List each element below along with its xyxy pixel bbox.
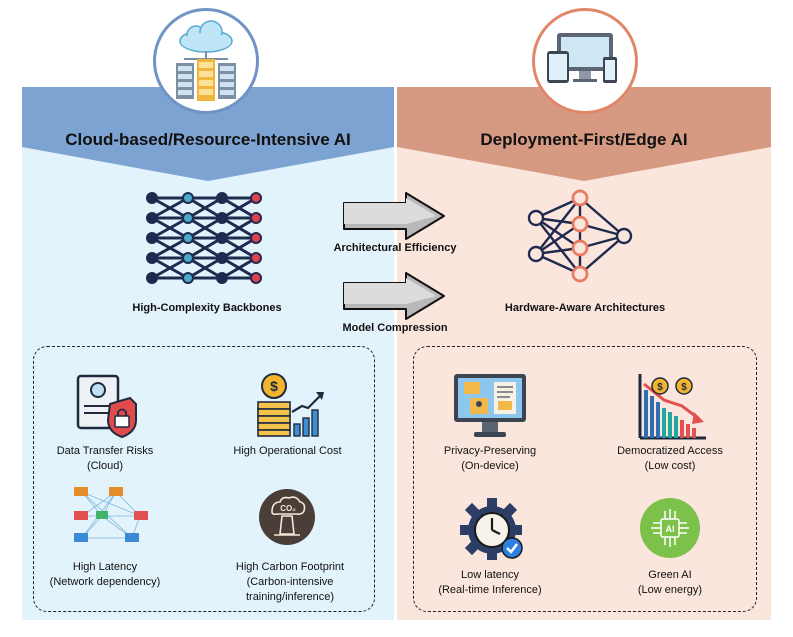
high-latency-label: High Latency (Network dependency)	[40, 560, 170, 590]
network-node	[615, 227, 633, 245]
low-latency-label: Low latency (Real-time Inference)	[420, 568, 560, 598]
democratized-access-line1: Democratized Access	[617, 445, 723, 457]
private-monitor-icon	[454, 374, 526, 437]
network-edge	[579, 197, 625, 237]
privacy-preserving-line2: (On-device)	[461, 460, 519, 472]
network-node	[216, 212, 228, 224]
network-node	[216, 272, 228, 284]
democratized-access-line2: (Low cost)	[644, 460, 696, 472]
network-node	[250, 212, 262, 224]
network-edge	[221, 236, 257, 260]
left-challenges-box	[33, 346, 375, 612]
network-node-highlight	[571, 189, 589, 207]
network-node-highlight	[571, 215, 589, 233]
network-edge	[221, 196, 257, 220]
network-edge	[187, 196, 223, 220]
network-node	[527, 245, 545, 263]
network-node	[250, 232, 262, 244]
carbon-factory-icon: CO₂	[259, 489, 315, 545]
network-node	[146, 212, 158, 224]
network-edge	[151, 256, 189, 280]
left-panel-title: Cloud-based/Resource-Intensive AI	[65, 130, 351, 149]
network-edge	[535, 223, 581, 255]
network-edge	[535, 217, 581, 275]
network-edge	[187, 256, 223, 280]
svg-text:$: $	[270, 378, 278, 394]
right-banner	[397, 87, 771, 182]
network-node	[216, 192, 228, 204]
privacy-preserving-line1: Privacy-Preserving	[443, 445, 537, 457]
network-node	[250, 252, 262, 264]
efficiency-arrow-icon	[343, 192, 445, 240]
svg-text:$: $	[681, 382, 687, 393]
network-edge	[187, 236, 223, 260]
low-latency-line1: Low latency	[460, 569, 520, 581]
network-edge	[187, 216, 223, 240]
network-node	[146, 232, 158, 244]
network-node-highlight	[571, 265, 589, 283]
dense-network-icon	[146, 192, 262, 284]
falling-cost-chart-icon: $ $	[638, 374, 706, 440]
green-ai-line1: Green AI	[648, 569, 692, 581]
network-edge	[579, 235, 625, 275]
cloud-server-icon	[176, 20, 236, 101]
green-ai-chip-icon: AI	[640, 498, 700, 558]
compression-arrow-icon	[343, 272, 445, 320]
network-node	[216, 252, 228, 264]
democratized-access-label: Democratized Access (Low cost)	[600, 444, 740, 474]
green-ai-line2: (Low energy)	[637, 584, 703, 596]
network-node	[182, 272, 194, 284]
right-benefits-box	[413, 346, 757, 612]
network-edge	[221, 256, 257, 280]
document-lock-icon	[76, 374, 137, 439]
devices-badge	[532, 8, 638, 114]
high-carbon-footprint-line3: training/inference)	[245, 591, 335, 603]
data-transfer-risks-line1: Data Transfer Risks	[56, 445, 154, 457]
network-node-highlight	[571, 239, 589, 257]
network-node	[216, 232, 228, 244]
devices-icon	[547, 33, 617, 83]
network-node	[250, 192, 262, 204]
architectural-efficiency-label: Architectural Efficiency	[333, 242, 457, 254]
high-latency-line2: (Network dependency)	[49, 576, 161, 588]
model-compression-label: Model Compression	[342, 322, 448, 334]
svg-text:$: $	[657, 382, 663, 393]
network-node	[527, 209, 545, 227]
network-node	[182, 232, 194, 244]
network-edge	[535, 197, 581, 255]
high-carbon-footprint-line1: High Carbon Footprint	[235, 561, 345, 573]
high-operational-cost-label: High Operational Cost	[233, 445, 342, 457]
data-transfer-risks-label: Data Transfer Risks (Cloud)	[40, 444, 170, 474]
green-ai-label: Green AI (Low energy)	[600, 568, 740, 598]
coin-stack-chart-icon: $	[257, 373, 324, 437]
gear-clock-icon	[460, 498, 523, 560]
network-computers-icon	[74, 487, 148, 542]
high-latency-line1: High Latency	[72, 561, 138, 573]
co2-text: CO₂	[280, 504, 296, 513]
left-network-caption: High-Complexity Backbones	[132, 302, 282, 314]
data-transfer-risks-line2: (Cloud)	[86, 460, 124, 472]
network-edge	[535, 217, 581, 249]
left-banner	[22, 87, 394, 182]
network-edge	[151, 236, 189, 260]
network-node	[250, 272, 262, 284]
network-node	[182, 252, 194, 264]
light-network-icon	[527, 189, 633, 283]
network-edge	[221, 216, 257, 240]
network-node	[146, 192, 158, 204]
low-latency-line2: (Real-time Inference)	[438, 584, 542, 596]
high-carbon-footprint-line2: (Carbon-intensive	[246, 576, 334, 588]
right-network-caption: Hardware-Aware Architectures	[504, 302, 666, 314]
network-node	[146, 272, 158, 284]
network-edge	[151, 216, 189, 240]
cloud-server-badge	[153, 8, 259, 114]
high-carbon-footprint-label: High Carbon Footprint (Carbon-intensive …	[215, 560, 365, 605]
right-panel-title: Deployment-First/Edge AI	[480, 130, 688, 149]
network-node	[182, 212, 194, 224]
network-edge	[151, 196, 189, 220]
network-node	[182, 192, 194, 204]
ai-chip-text: AI	[666, 524, 675, 534]
network-node	[146, 252, 158, 264]
privacy-preserving-label: Privacy-Preserving (On-device)	[420, 444, 560, 474]
